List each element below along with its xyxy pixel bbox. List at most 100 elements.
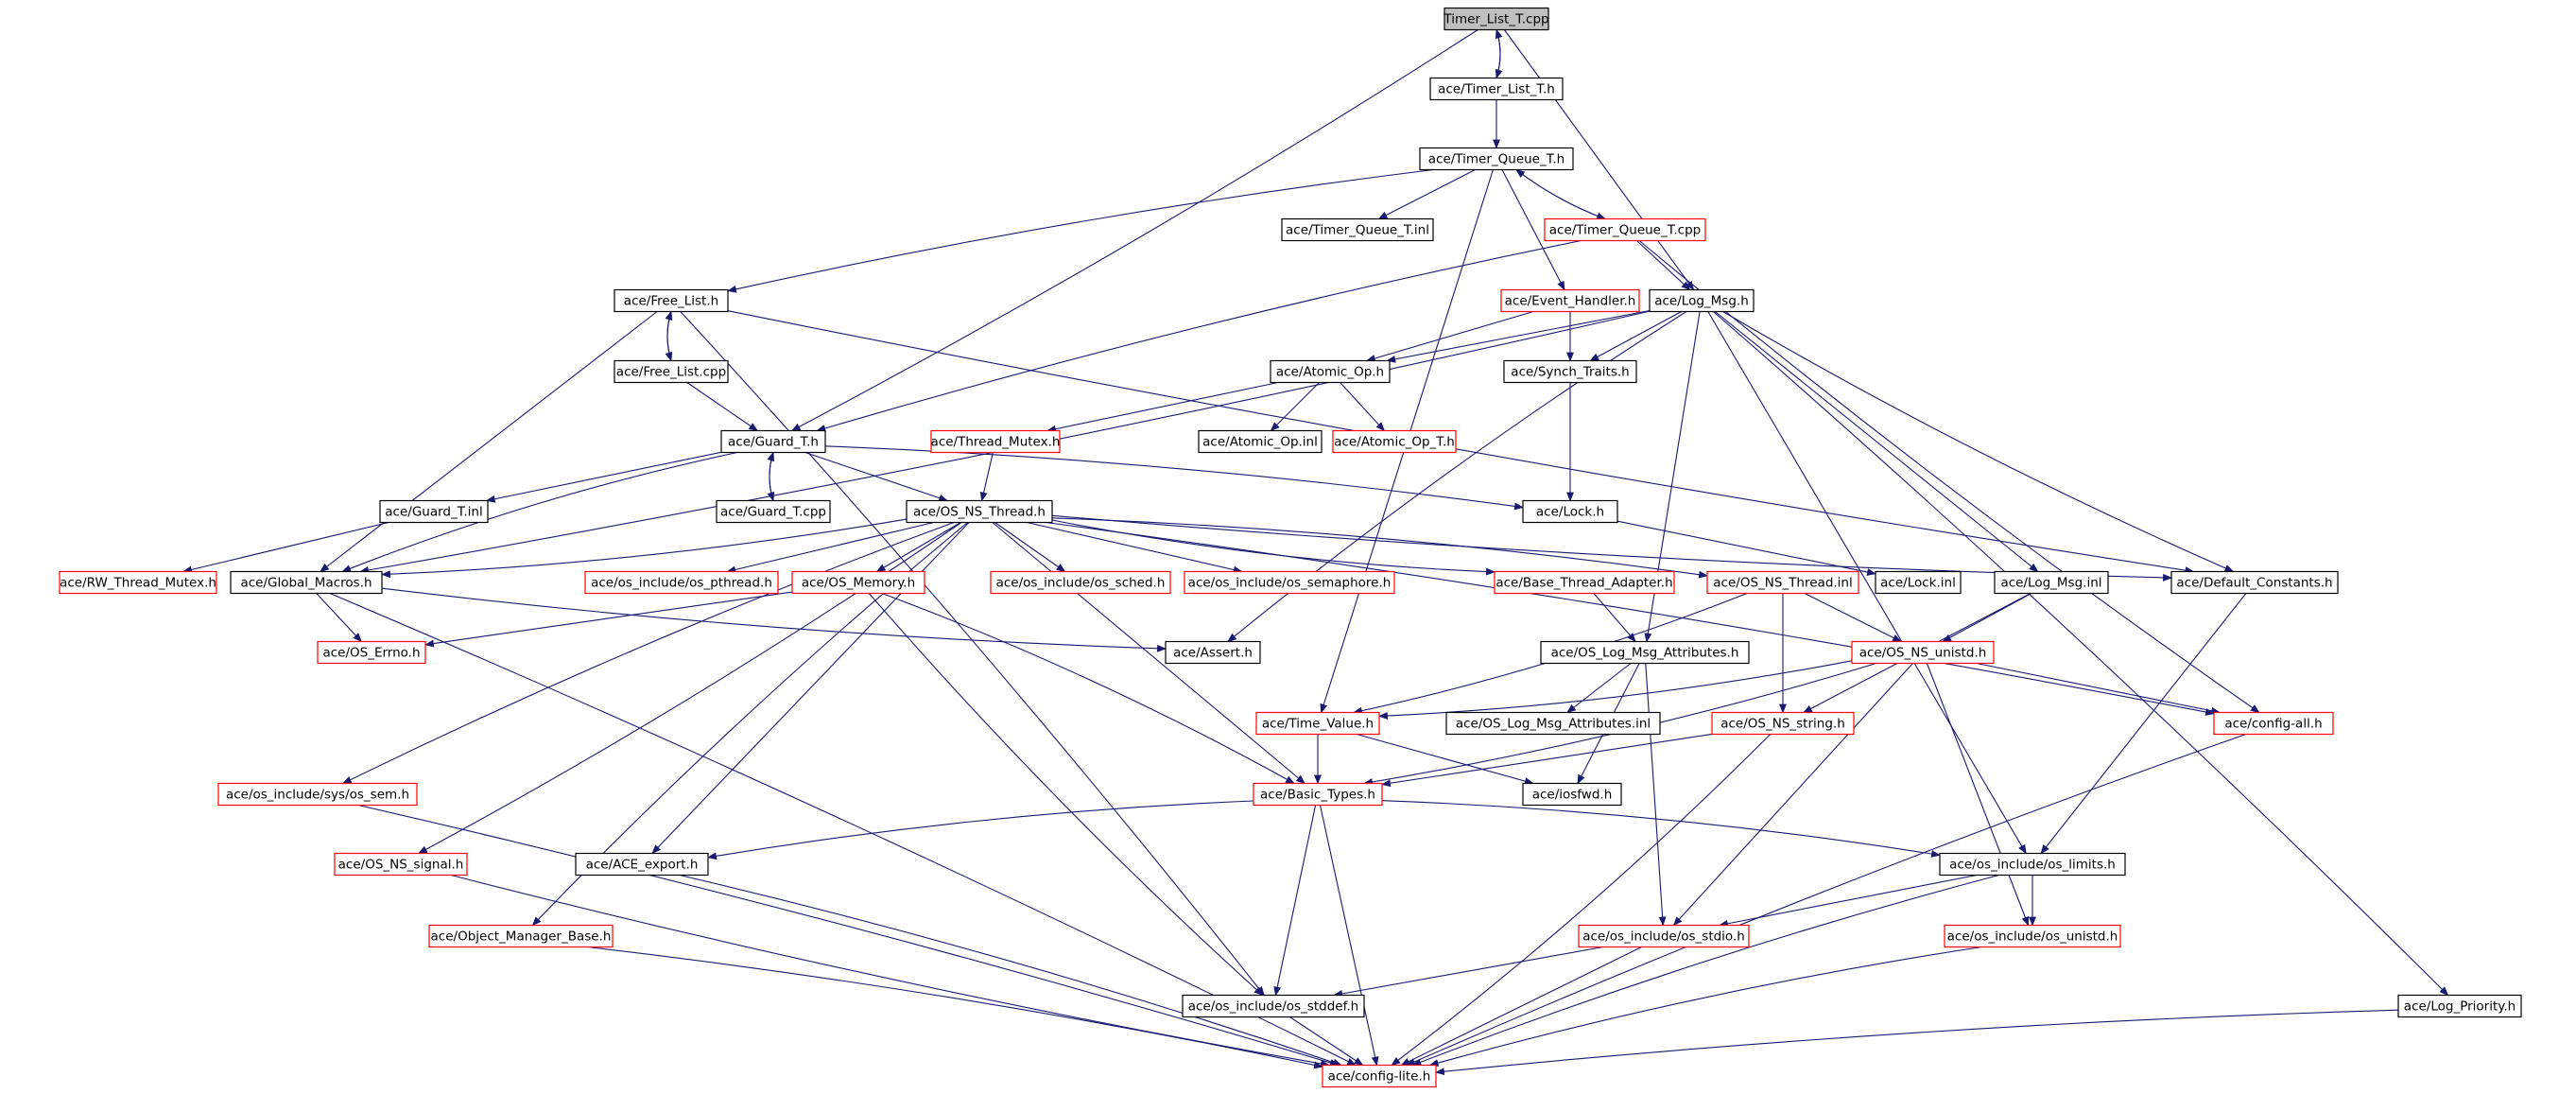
node-box xyxy=(1522,499,1618,524)
node-box xyxy=(1544,217,1706,242)
node-box xyxy=(1522,782,1622,807)
node-ace-export-h[interactable]: ace/ACE_export.h xyxy=(575,852,709,877)
node-timer-queue-t-inl[interactable]: ace/Timer_Queue_T.inl xyxy=(1281,217,1434,242)
edge-timer-list-t-cpp-to-log-msg-h xyxy=(1503,29,1695,291)
node-box xyxy=(906,499,1053,524)
edge-os-ns-thread-h-to-basic-types-h xyxy=(992,522,1305,785)
node-time-value-h[interactable]: ace/Time_Value.h xyxy=(1255,711,1380,736)
node-os-stddef-h[interactable]: ace/os_include/os_stddef.h xyxy=(1182,994,1365,1018)
node-default-constants-h[interactable]: ace/Default_Constants.h xyxy=(2170,570,2339,595)
node-box xyxy=(1540,640,1750,665)
node-os-log-msg-attributes-inl[interactable]: ace/OS_Log_Msg_Attributes.inl xyxy=(1445,711,1661,736)
node-label: ace/os_include/os_semaphore.h xyxy=(1188,576,1392,591)
node-label: ace/Default_Constants.h xyxy=(2176,576,2332,591)
edge-ace-export-h-to-config-lite-h xyxy=(679,874,1342,1067)
node-os-stdio-h[interactable]: ace/os_include/os_stdio.h xyxy=(1578,924,1750,948)
node-atomic-op-t-h[interactable]: ace/Atomic_Op_T.h xyxy=(1332,429,1457,454)
node-lock-inl[interactable]: ace/Lock.inl xyxy=(1875,570,1962,595)
node-box xyxy=(614,359,729,384)
node-box xyxy=(1994,570,2109,595)
node-timer-queue-t-h[interactable]: ace/Timer_Queue_T.h xyxy=(1419,147,1574,171)
node-object-manager-base-h[interactable]: ace/Object_Manager_Base.h xyxy=(428,924,614,948)
node-os-ns-string-h[interactable]: ace/OS_NS_string.h xyxy=(1711,711,1855,736)
node-label: ace/config-all.h xyxy=(2224,717,2322,732)
node-box xyxy=(1445,711,1661,736)
edge-os-ns-thread-h-to-os-sched-h xyxy=(994,522,1066,573)
node-label: ace/OS_NS_Thread.h xyxy=(913,505,1046,520)
node-box xyxy=(584,570,779,595)
node-os-limits-h[interactable]: ace/os_include/os_limits.h xyxy=(1939,852,2126,877)
node-timer-list-t-h[interactable]: ace/Timer_List_T.h xyxy=(1429,77,1564,101)
node-rw-thread-mutex-h[interactable]: ace/RW_Thread_Mutex.h xyxy=(59,570,217,595)
node-lock-h[interactable]: ace/Lock.h xyxy=(1522,499,1618,524)
node-box xyxy=(379,499,489,524)
node-atomic-op-inl[interactable]: ace/Atomic_Op.inl xyxy=(1198,429,1323,454)
node-os-log-msg-attributes-h[interactable]: ace/OS_Log_Msg_Attributes.h xyxy=(1540,640,1750,665)
node-label: ace/Log_Priority.h xyxy=(2404,999,2515,1015)
node-label: ace/Assert.h xyxy=(1173,646,1253,661)
edge-log-msg-h-to-os-limits-h xyxy=(1707,311,2027,855)
node-atomic-op-h[interactable]: ace/Atomic_Op.h xyxy=(1270,359,1391,384)
node-os-sem-h[interactable]: ace/os_include/sys/os_sem.h xyxy=(217,782,418,807)
edge-timer-queue-t-h-to-timer-queue-t-inl xyxy=(1377,169,1476,219)
node-label: ace/Atomic_Op.inl xyxy=(1202,435,1318,450)
node-free-list-cpp[interactable]: ace/Free_List.cpp xyxy=(614,359,729,384)
node-free-list-h[interactable]: ace/Free_List.h xyxy=(614,288,729,313)
node-timer-list-t-cpp[interactable]: Timer_List_T.cpp xyxy=(1443,7,1549,31)
edge-basic-types-h-to-os-limits-h xyxy=(1381,800,1941,858)
node-global-macros-h[interactable]: ace/Global_Macros.h xyxy=(230,570,383,595)
edge-os-unistd-h-to-config-lite-h xyxy=(1428,946,1982,1067)
node-os-ns-signal-h[interactable]: ace/OS_NS_signal.h xyxy=(334,852,468,877)
node-box xyxy=(720,429,826,454)
edge-atomic-op-h-to-atomic-op-t-h xyxy=(1340,382,1386,432)
node-assert-h[interactable]: ace/Assert.h xyxy=(1165,640,1261,665)
node-base-thread-adapter-h[interactable]: ace/Base_Thread_Adapter.h xyxy=(1494,570,1675,595)
node-os-unistd-h[interactable]: ace/os_include/os_unistd.h xyxy=(1944,924,2121,948)
node-label: ace/os_include/os_limits.h xyxy=(1949,858,2116,873)
node-guard-t-cpp[interactable]: ace/Guard_T.cpp xyxy=(716,499,831,524)
node-basic-types-h[interactable]: ace/Basic_Types.h xyxy=(1253,782,1383,807)
node-label: ace/Global_Macros.h xyxy=(240,576,372,591)
node-label: ace/os_include/os_unistd.h xyxy=(1947,929,2118,945)
edge-guard-t-h-to-lock-h xyxy=(824,445,1524,511)
node-os-sched-h[interactable]: ace/os_include/os_sched.h xyxy=(990,570,1171,595)
node-log-msg-h[interactable]: ace/Log_Msg.h xyxy=(1649,288,1755,313)
node-label: ace/OS_Log_Msg_Attributes.h xyxy=(1551,646,1739,661)
edge-global-macros-h-to-config-lite-h xyxy=(329,592,1357,1066)
node-synch-traits-h[interactable]: ace/Synch_Traits.h xyxy=(1503,359,1637,384)
edge-os-stdio-h-to-os-stddef-h xyxy=(1333,946,1603,998)
node-label: ace/OS_Memory.h xyxy=(802,576,915,591)
node-os-ns-thread-inl[interactable]: ace/OS_NS_Thread.inl xyxy=(1706,570,1859,595)
node-timer-queue-t-cpp[interactable]: ace/Timer_Queue_T.cpp xyxy=(1544,217,1706,242)
node-log-msg-inl[interactable]: ace/Log_Msg.inl xyxy=(1994,570,2109,595)
node-box xyxy=(59,570,217,595)
edge-atomic-op-h-to-thread-mutex-h xyxy=(1046,381,1279,433)
node-event-handler-h[interactable]: ace/Event_Handler.h xyxy=(1500,288,1640,313)
node-os-semaphore-h[interactable]: ace/os_include/os_semaphore.h xyxy=(1184,570,1395,595)
node-os-ns-unistd-h[interactable]: ace/OS_NS_unistd.h xyxy=(1851,640,1995,665)
node-box xyxy=(1165,640,1261,665)
edge-os-memory-h-to-basic-types-h xyxy=(881,592,1295,784)
edge-log-priority-h-to-config-lite-h xyxy=(1435,1009,2399,1076)
node-os-pthread-h[interactable]: ace/os_include/os_pthread.h xyxy=(584,570,779,595)
edge-os-ns-thread-h-to-os-sem-h xyxy=(342,521,955,784)
edge-thread-mutex-h-to-os-ns-thread-h xyxy=(979,452,994,502)
node-os-memory-h[interactable]: ace/OS_Memory.h xyxy=(791,570,925,595)
edge-log-msg-h-to-log-msg-inl xyxy=(1714,311,2039,573)
node-guard-t-h[interactable]: ace/Guard_T.h xyxy=(720,429,826,454)
node-thread-mutex-h[interactable]: ace/Thread_Mutex.h xyxy=(930,429,1061,454)
node-os-ns-thread-h[interactable]: ace/OS_NS_Thread.h xyxy=(906,499,1053,524)
node-box xyxy=(1332,429,1457,454)
node-iosfwd-h[interactable]: ace/iosfwd.h xyxy=(1522,782,1622,807)
node-box xyxy=(2397,994,2522,1018)
node-guard-t-inl[interactable]: ace/Guard_T.inl xyxy=(379,499,489,524)
node-log-priority-h[interactable]: ace/Log_Priority.h xyxy=(2397,994,2522,1018)
node-label: ace/iosfwd.h xyxy=(1532,788,1613,803)
edge-free-list-h-to-global-macros-h xyxy=(320,311,658,573)
edge-os-memory-h-to-os-errno-h xyxy=(424,591,793,648)
node-config-lite-h[interactable]: ace/config-lite.h xyxy=(1322,1064,1437,1088)
node-os-errno-h[interactable]: ace/OS_Errno.h xyxy=(317,640,426,665)
edge-free-list-cpp-to-guard-t-h xyxy=(686,382,759,432)
node-config-all-h[interactable]: ace/config-all.h xyxy=(2213,711,2334,736)
edge-os-ns-string-h-to-basic-types-h xyxy=(1381,733,1713,788)
